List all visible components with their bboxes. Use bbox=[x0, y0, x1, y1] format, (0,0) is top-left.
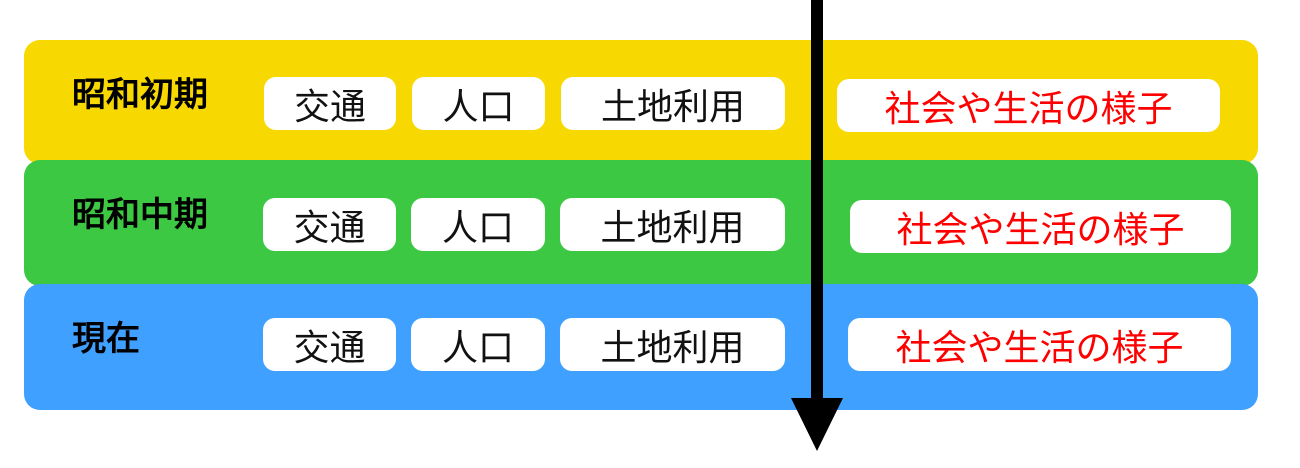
tag-society-life: 社会や生活の様子 bbox=[837, 79, 1220, 132]
tag-society-life: 社会や生活の様子 bbox=[850, 200, 1231, 253]
tag-land-use: 土地利用 bbox=[561, 77, 785, 130]
row-label: 昭和中期 bbox=[72, 195, 208, 235]
tag-transport: 交通 bbox=[263, 318, 396, 371]
tag-transport: 交通 bbox=[263, 198, 396, 251]
row-label: 昭和初期 bbox=[72, 75, 208, 115]
tag-society-life: 社会や生活の様子 bbox=[848, 318, 1231, 371]
tag-land-use: 土地利用 bbox=[560, 318, 785, 371]
tag-population: 人口 bbox=[411, 318, 545, 371]
tag-population: 人口 bbox=[412, 77, 545, 130]
tag-land-use: 土地利用 bbox=[560, 198, 785, 251]
time-arrow-head-icon bbox=[791, 398, 843, 451]
tag-transport: 交通 bbox=[264, 77, 396, 130]
row-label: 現在 bbox=[72, 319, 140, 359]
time-arrow-shaft bbox=[811, 0, 823, 402]
tag-population: 人口 bbox=[411, 198, 545, 251]
